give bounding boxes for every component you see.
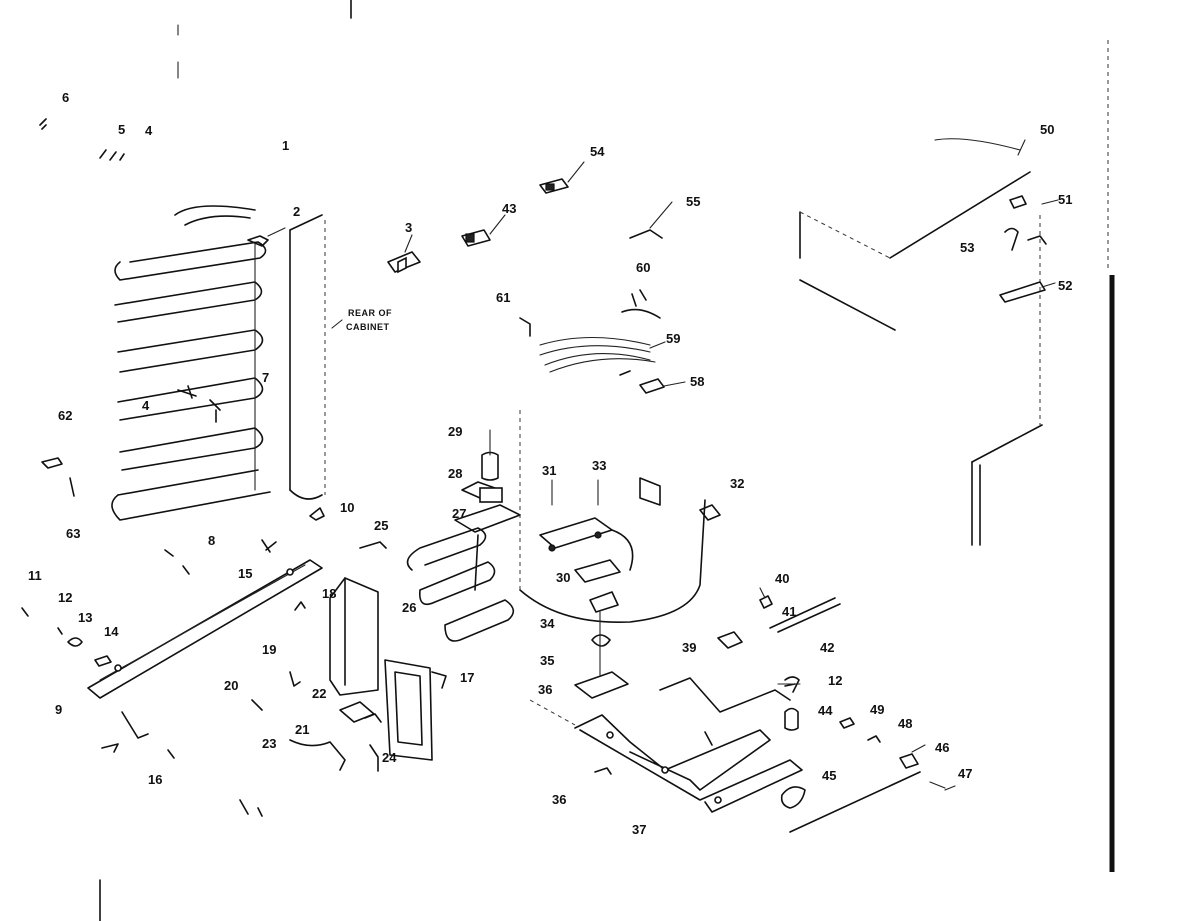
label-27: 27 bbox=[452, 506, 466, 521]
small-parts-left bbox=[21, 118, 325, 817]
bracket-27 bbox=[359, 429, 521, 549]
label-42: 42 bbox=[820, 640, 834, 655]
label-53: 53 bbox=[960, 240, 974, 255]
evaporator-panel bbox=[799, 138, 1047, 546]
control-housing bbox=[251, 577, 447, 772]
condenser-coil bbox=[111, 205, 271, 521]
label-50: 50 bbox=[1040, 122, 1054, 137]
label-7: 7 bbox=[262, 370, 269, 385]
label-48: 48 bbox=[898, 716, 912, 731]
label-55: 55 bbox=[686, 194, 700, 209]
label-12: 12 bbox=[828, 673, 842, 688]
label-63: 63 bbox=[66, 526, 80, 541]
label-10: 10 bbox=[340, 500, 354, 515]
label-34: 34 bbox=[540, 616, 555, 631]
label-15: 15 bbox=[238, 566, 252, 581]
label-5: 5 bbox=[118, 122, 125, 137]
label-51: 51 bbox=[1058, 192, 1072, 207]
label-18: 18 bbox=[322, 586, 336, 601]
label-35: 35 bbox=[540, 653, 554, 668]
label-11: 11 bbox=[28, 568, 42, 583]
label-26: 26 bbox=[402, 600, 416, 615]
part-labels: 1 2 3 4 4 5 6 7 8 9 10 11 12 12 13 14 15… bbox=[28, 90, 1072, 837]
compressor-base bbox=[529, 677, 803, 813]
label-14: 14 bbox=[104, 624, 119, 639]
label-9: 9 bbox=[55, 702, 62, 717]
mount-stack bbox=[574, 591, 629, 699]
label-16: 16 bbox=[148, 772, 162, 787]
label-33: 33 bbox=[592, 458, 606, 473]
label-54: 54 bbox=[590, 144, 605, 159]
label-45: 45 bbox=[822, 768, 836, 783]
small-parts-right bbox=[717, 595, 956, 833]
label-49: 49 bbox=[870, 702, 884, 717]
label-8: 8 bbox=[208, 533, 215, 548]
label-44: 44 bbox=[818, 703, 833, 718]
upper-middle-parts bbox=[387, 178, 665, 394]
label-3: 3 bbox=[405, 220, 412, 235]
label-58: 58 bbox=[690, 374, 704, 389]
label-59: 59 bbox=[666, 331, 680, 346]
label-61: 61 bbox=[496, 290, 510, 305]
label-6: 6 bbox=[62, 90, 69, 105]
rear-of-cabinet-note-line2: CABINET bbox=[346, 322, 390, 332]
label-19: 19 bbox=[262, 642, 276, 657]
label-4: 4 bbox=[142, 398, 150, 413]
label-13: 13 bbox=[78, 610, 92, 625]
label-60: 60 bbox=[636, 260, 650, 275]
label-52: 52 bbox=[1058, 278, 1072, 293]
label-25: 25 bbox=[374, 518, 388, 533]
label-39: 39 bbox=[682, 640, 696, 655]
rear-of-cabinet-note-line1: REAR OF bbox=[348, 308, 392, 318]
label-24: 24 bbox=[382, 750, 397, 765]
label-47: 47 bbox=[958, 766, 972, 781]
label-21: 21 bbox=[295, 722, 309, 737]
label-29: 29 bbox=[448, 424, 462, 439]
scan-edge-marks bbox=[99, 0, 1115, 921]
label-62: 62 bbox=[58, 408, 72, 423]
rear-cabinet-frame bbox=[289, 214, 343, 500]
label-20: 20 bbox=[224, 678, 238, 693]
label-12: 12 bbox=[58, 590, 72, 605]
label-22: 22 bbox=[312, 686, 326, 701]
label-36: 36 bbox=[538, 682, 552, 697]
label-36: 36 bbox=[552, 792, 566, 807]
base-rail bbox=[87, 559, 323, 699]
label-2: 2 bbox=[293, 204, 300, 219]
leader-lines bbox=[267, 139, 1059, 789]
label-41: 41 bbox=[782, 604, 796, 619]
label-4: 4 bbox=[145, 123, 153, 138]
label-32: 32 bbox=[730, 476, 744, 491]
label-23: 23 bbox=[262, 736, 276, 751]
label-31: 31 bbox=[542, 463, 556, 478]
label-46: 46 bbox=[935, 740, 949, 755]
coil-26 bbox=[406, 527, 515, 642]
label-43: 43 bbox=[502, 201, 516, 216]
label-17: 17 bbox=[460, 670, 474, 685]
label-28: 28 bbox=[448, 466, 462, 481]
compressor bbox=[519, 410, 721, 624]
label-40: 40 bbox=[775, 571, 789, 586]
label-37: 37 bbox=[632, 822, 646, 837]
label-30: 30 bbox=[556, 570, 570, 585]
label-1: 1 bbox=[282, 138, 289, 153]
